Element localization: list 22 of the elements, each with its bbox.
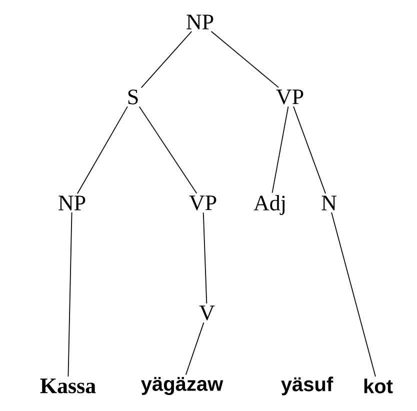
category-label: VP (189, 196, 216, 210)
tree-branch (202, 212, 208, 304)
category-label: S (128, 90, 138, 104)
category-label: NP (58, 196, 86, 210)
category-label: NP (186, 14, 214, 30)
word-label: yägäzaw (141, 376, 224, 396)
word-label: kot (364, 378, 393, 394)
category-label: VP (276, 90, 304, 104)
category-label: Adj (254, 195, 285, 215)
tree-branch (210, 30, 279, 88)
category-label: V (199, 306, 215, 320)
tree-branch (331, 212, 376, 377)
tree-branch (293, 106, 326, 194)
tree-branch (76, 106, 128, 194)
tree-branch (185, 322, 204, 376)
tree-branch (272, 106, 289, 194)
category-label: N (322, 196, 336, 210)
tree-branch (68, 212, 72, 377)
tree-branch (140, 30, 192, 88)
tree-branch (138, 106, 198, 194)
word-label: yäsuf (281, 376, 334, 396)
word-label: Kassa (40, 378, 96, 394)
